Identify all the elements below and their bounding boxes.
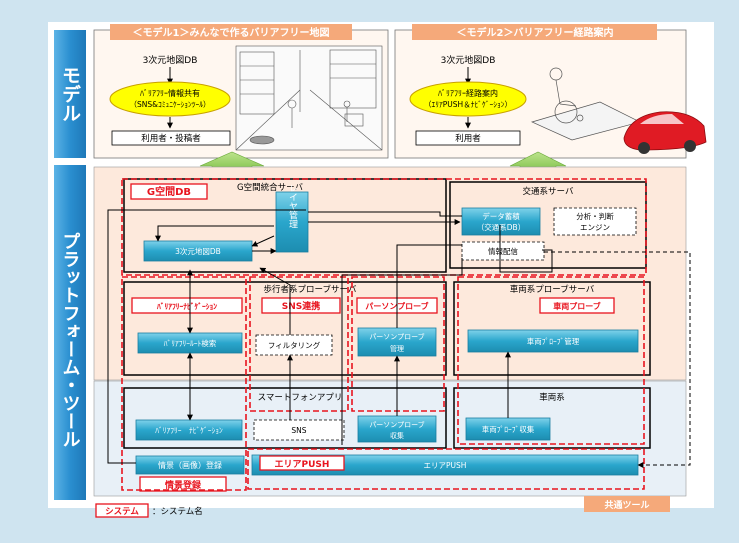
info-dist-to-push-connector [544, 251, 691, 468]
sns-tag [261, 297, 341, 314]
area-push-tag [259, 455, 345, 471]
pedestrian-server-label: 歩行者系プローブサーバ [264, 284, 357, 295]
vehicle-server-box [453, 281, 651, 376]
g-space-tag [130, 183, 208, 200]
vehicle-app-label: 車両系 [539, 392, 565, 403]
vehicle-mgmt-box[interactable] [467, 329, 639, 353]
person-mgmt-line2: 管理 [390, 344, 404, 353]
sidebar-platform [54, 165, 86, 500]
model2-route-ellipse [409, 81, 527, 117]
data-store-line2: （交通系DB） [477, 222, 525, 232]
model1-title-bg [110, 24, 352, 40]
vehicle-collect-label: 車両ﾌﾟﾛｰﾌﾞ収集 [482, 424, 535, 434]
legend-tag [95, 503, 149, 518]
sns-tag-label: SNS連携 [282, 300, 321, 312]
data-store-line1: データ蓄積 [482, 211, 520, 221]
model1-share-line2: （SNS&ｺﾐｭﾆｹｰｼｮﾝﾂｰﾙ） [130, 100, 211, 109]
smartphone-app-label: スマートフォンアプリ [258, 393, 343, 403]
legend-tag-label: システム [105, 507, 139, 517]
street-illustration [235, 45, 383, 151]
sns-app-box[interactable] [253, 419, 345, 441]
common-tools-label: 共通ツール [604, 499, 649, 511]
barrier-nav-tag-label: ﾊﾞﾘｱﾌﾘｰﾅﾋﾞｹﾞｰｼｮﾝ [156, 301, 217, 311]
model1-title: ＜モデル1＞みんなで作るバリアフリー地図 [133, 26, 330, 39]
traffic-server-label: 交通系サーバ [523, 186, 574, 197]
route-search-label: ﾊﾞﾘｱﾌﾘｰﾙｰﾄ検索 [164, 338, 217, 348]
person-mgmt-box[interactable] [357, 327, 437, 357]
g-space-server-label: G空間統合サーバ [237, 182, 304, 193]
car-illustration [623, 111, 707, 154]
sidebar-model-label: モデル [59, 66, 81, 123]
model1-share-ellipse [109, 81, 231, 117]
g-space-tag-label: G空間DB [147, 185, 191, 198]
person-collect-line1: パーソンプローブ [369, 420, 424, 429]
nav-app-label: ﾊﾞﾘｱﾌﾘｰ ﾅﾋﾞｹﾞｰｼｮﾝ [155, 426, 223, 435]
model2-users-box [415, 130, 521, 146]
smartphone-app-box [123, 387, 447, 449]
common-tools-tag [584, 496, 670, 512]
vehicle-mgmt-label: 車両ﾌﾟﾛｰﾌﾞ管理 [527, 336, 580, 346]
vehicle-probe-tag [539, 297, 615, 314]
red-dashed-groups [121, 178, 647, 491]
scene-reg-box[interactable] [135, 455, 245, 475]
model1-share-line1: ﾊﾞﾘｱﾌﾘｰ情報共有 [140, 88, 200, 98]
model2-route-line1: ﾊﾞﾘｱﾌﾘｰ経路案内 [438, 88, 498, 98]
map-db-label: 3次元地図DB [175, 246, 221, 256]
sns-app-label: SNS [291, 426, 306, 435]
scene-tag [139, 476, 227, 492]
model2-db: 3次元地図DB [441, 54, 496, 66]
model2-title-bg [412, 24, 657, 40]
area-push-tag-label: エリアPUSH [275, 459, 330, 470]
sidebar-model [54, 30, 86, 158]
analysis-engine-box[interactable] [553, 207, 637, 236]
model1-users-box [111, 130, 231, 146]
scene-reg-label: 情景（画像）登録 [158, 460, 222, 470]
analysis-line2: エンジン [580, 223, 610, 232]
person-collect-line2: 収集 [390, 431, 404, 440]
area-push-label: エリアPUSH [424, 461, 467, 470]
model2-title: ＜モデル2＞バリアフリー経路案内 [457, 26, 614, 39]
filtering-label: フィルタリング [268, 340, 321, 350]
info-dist-label: 情報配信 [488, 246, 518, 256]
person-mgmt-line1: パーソンプローブ [369, 332, 424, 341]
filtering-box[interactable] [255, 334, 333, 356]
model2-route-line2: （ｴﾘｱPUSH＆ﾅﾋﾞｹﾞｰｼｮﾝ） [424, 100, 512, 109]
sidebar-platform-label: プラットフォーム・ツール [60, 232, 81, 448]
info-dist-box[interactable] [461, 241, 545, 261]
vehicle-probe-tag-label: 車両プローブ [553, 301, 601, 311]
legend-text: ：システム名 [152, 506, 203, 517]
vehicle-app-box [453, 387, 651, 449]
person-collect-box[interactable] [357, 415, 437, 443]
scene-tag-label: 情景登録 [164, 479, 202, 491]
model2-users: 利用者 [455, 133, 481, 144]
analysis-line1: 分析・判断 [576, 211, 614, 221]
layer-mgmt-box[interactable] [275, 191, 309, 253]
vehicle-server-label: 車両系プローブサーバ [510, 284, 595, 295]
model1-db: 3次元地図DB [143, 54, 198, 66]
connectors [107, 209, 553, 464]
layer-mgmt-label: レイヤ管理 [287, 184, 298, 229]
model1-users: 利用者・投稿者 [141, 133, 201, 144]
data-store-box[interactable] [461, 207, 541, 236]
